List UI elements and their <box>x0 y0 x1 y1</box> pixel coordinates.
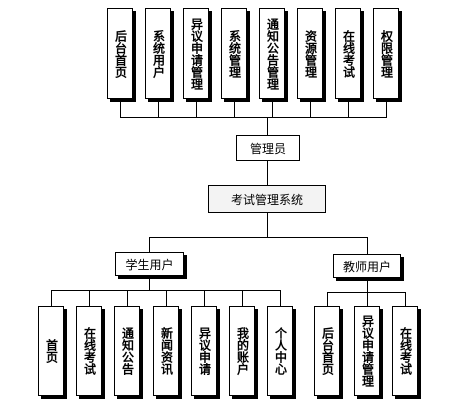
connector-line <box>204 290 205 306</box>
connector-line <box>348 99 349 117</box>
connector-line <box>310 99 311 117</box>
admin-module-box: 后台首页 <box>107 8 133 99</box>
connector-line <box>367 237 368 254</box>
admin-module-box: 资源管理 <box>297 8 323 99</box>
student-module-box: 我的账户 <box>229 306 255 396</box>
connector-line <box>149 276 150 290</box>
connector-line <box>242 290 243 306</box>
connector-line <box>267 161 268 185</box>
connector-line <box>267 117 268 135</box>
admin-role-box: 管理员 <box>236 135 300 161</box>
connector-line <box>51 290 52 306</box>
connector-line <box>267 213 268 237</box>
student-module-box: 通知公告 <box>114 306 140 396</box>
admin-module-box: 通知公告管理 <box>259 8 285 99</box>
student-role-box: 学生用户 <box>115 252 184 276</box>
admin-module-box: 异议申请管理 <box>183 8 209 99</box>
connector-line <box>280 290 281 306</box>
connector-line <box>234 99 235 117</box>
connector-line <box>327 292 328 306</box>
teacher-module-box: 异议申请管理 <box>354 306 380 396</box>
teacher-module-box: 后台首页 <box>314 306 340 396</box>
connector-line <box>367 278 368 292</box>
connector-line <box>196 99 197 117</box>
connector-line <box>405 292 406 306</box>
connector-line <box>158 99 159 117</box>
connector-line <box>367 292 368 306</box>
connector-line <box>120 99 121 117</box>
connector-line <box>166 290 167 306</box>
connector-line <box>272 99 273 117</box>
admin-module-box: 系统用户 <box>145 8 171 99</box>
connector-line <box>127 290 128 306</box>
connector-line <box>120 117 387 118</box>
admin-module-box: 权限管理 <box>373 8 399 99</box>
admin-module-box: 系统管理 <box>221 8 247 99</box>
admin-module-box: 在线考试 <box>335 8 361 99</box>
student-module-box: 在线考试 <box>76 306 102 396</box>
student-module-box: 首页 <box>38 306 64 396</box>
system-root-box: 考试管理系统 <box>208 185 326 213</box>
teacher-role-box: 教师用户 <box>333 254 401 278</box>
student-module-box: 异议申请 <box>191 306 217 396</box>
connector-line <box>149 237 150 252</box>
connector-line <box>149 237 368 238</box>
teacher-module-box: 在线考试 <box>392 306 418 396</box>
connector-line <box>386 99 387 117</box>
student-module-box: 个人中心 <box>267 306 293 396</box>
student-module-box: 新闻资讯 <box>153 306 179 396</box>
connector-line <box>89 290 90 306</box>
connector-line <box>327 292 406 293</box>
